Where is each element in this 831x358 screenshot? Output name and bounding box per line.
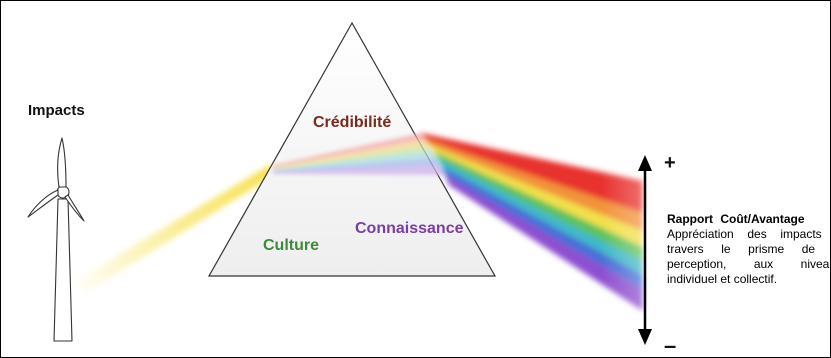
ratio-description: Appréciation des impacts à travers le pr… bbox=[667, 227, 831, 286]
double-arrow-icon bbox=[638, 155, 652, 345]
wind-turbine-icon bbox=[27, 137, 85, 342]
ratio-title: Rapport Coût/Avantage bbox=[667, 212, 805, 226]
scale-plus-label: + bbox=[664, 152, 676, 174]
impacts-label: Impacts bbox=[28, 102, 85, 119]
prism-label-credibilite: Crédibilité bbox=[313, 114, 392, 131]
incoming-light-beam bbox=[71, 164, 271, 293]
outgoing-rainbow-spectrum bbox=[421, 133, 643, 311]
prism-label-culture: Culture bbox=[263, 237, 319, 254]
prism-label-connaissance: Connaissance bbox=[355, 220, 464, 237]
internal-rainbow-band bbox=[273, 133, 445, 175]
scale-minus-label: – bbox=[664, 333, 677, 358]
